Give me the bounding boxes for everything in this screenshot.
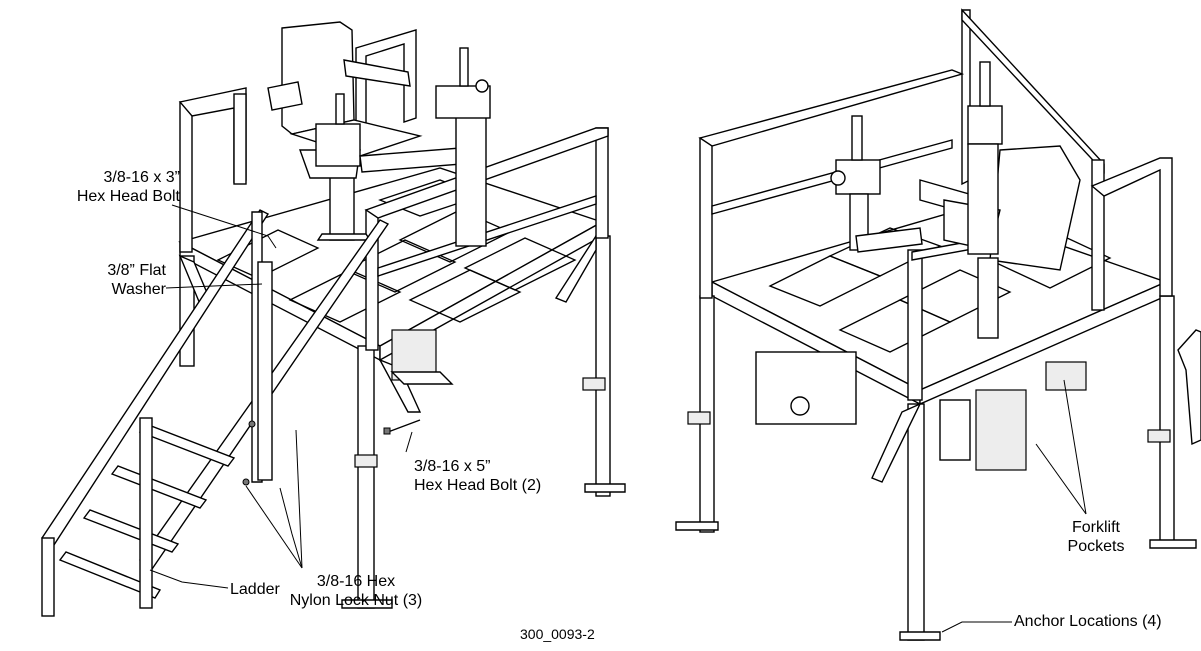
label-flat-washer-line1: 3/8” Flat	[107, 262, 166, 279]
leader-forklift-b	[1063, 379, 1087, 515]
left-platform-assembly	[41, 21, 626, 617]
leader-lock-nut-c	[295, 429, 303, 569]
leader-lines	[149, 204, 1087, 633]
leader-flat-washer	[165, 283, 263, 289]
figure-id: 300_0093-2	[520, 626, 595, 642]
label-forklift-pockets: Forklift Pockets	[1056, 518, 1136, 556]
right-legs	[675, 295, 1197, 641]
tank-fitting	[790, 396, 810, 416]
right-platform-assembly	[675, 8, 1201, 641]
leader-hex-bolt-5	[405, 431, 413, 453]
forklift-pocket-1	[975, 389, 1027, 471]
left-joystick-column	[435, 47, 491, 247]
label-hex-bolt-5: 3/8-16 x 5” Hex Head Bolt (2)	[414, 457, 594, 495]
left-seat	[267, 21, 463, 241]
leader-ladder	[149, 569, 229, 589]
label-lock-nut-line2: Nylon Lock Nut (3)	[289, 592, 423, 609]
label-flat-washer: 3/8” Flat Washer	[50, 261, 166, 299]
leader-lock-nut-a	[279, 487, 303, 569]
label-forklift-line2: Pockets	[1067, 538, 1125, 555]
right-joystick-columns	[830, 61, 1003, 255]
label-lock-nut-line1: 3/8-16 Hex	[316, 573, 396, 590]
label-hex-bolt-5-line2: Hex Head Bolt (2)	[414, 477, 542, 494]
hex-bolt-5-shaft	[387, 419, 421, 433]
right-rear-railing	[961, 8, 1173, 311]
label-ladder: Ladder	[230, 581, 280, 598]
label-forklift-line1: Forklift	[1072, 519, 1120, 536]
leader-anchor	[941, 621, 1012, 633]
label-anchor-locations: Anchor Locations (4)	[1014, 613, 1162, 630]
leader-hex-bolt-3	[171, 204, 277, 249]
valve-block	[939, 399, 971, 461]
leader-forklift-a	[1035, 443, 1087, 515]
hex-bolt-5-head	[383, 427, 391, 435]
label-hex-bolt-3-line1: 3/8-16 x 3”	[103, 169, 180, 186]
ladder	[41, 209, 390, 617]
right-ladder-partial	[1177, 329, 1201, 446]
right-deck-panels	[768, 227, 1112, 353]
forklift-pocket-2	[1045, 361, 1087, 391]
label-lock-nut: 3/8-16 Hex Nylon Lock Nut (3)	[278, 572, 434, 610]
left-pedestal-foot	[390, 371, 454, 385]
label-flat-washer-line2: Washer	[111, 281, 166, 298]
label-hex-bolt-5-line1: 3/8-16 x 5”	[414, 458, 491, 475]
label-hex-bolt-3-line2: Hex Head Bolt	[76, 188, 180, 205]
leader-lock-nut-b	[245, 485, 303, 569]
label-hex-bolt-3: 3/8-16 x 3” Hex Head Bolt	[40, 168, 180, 206]
